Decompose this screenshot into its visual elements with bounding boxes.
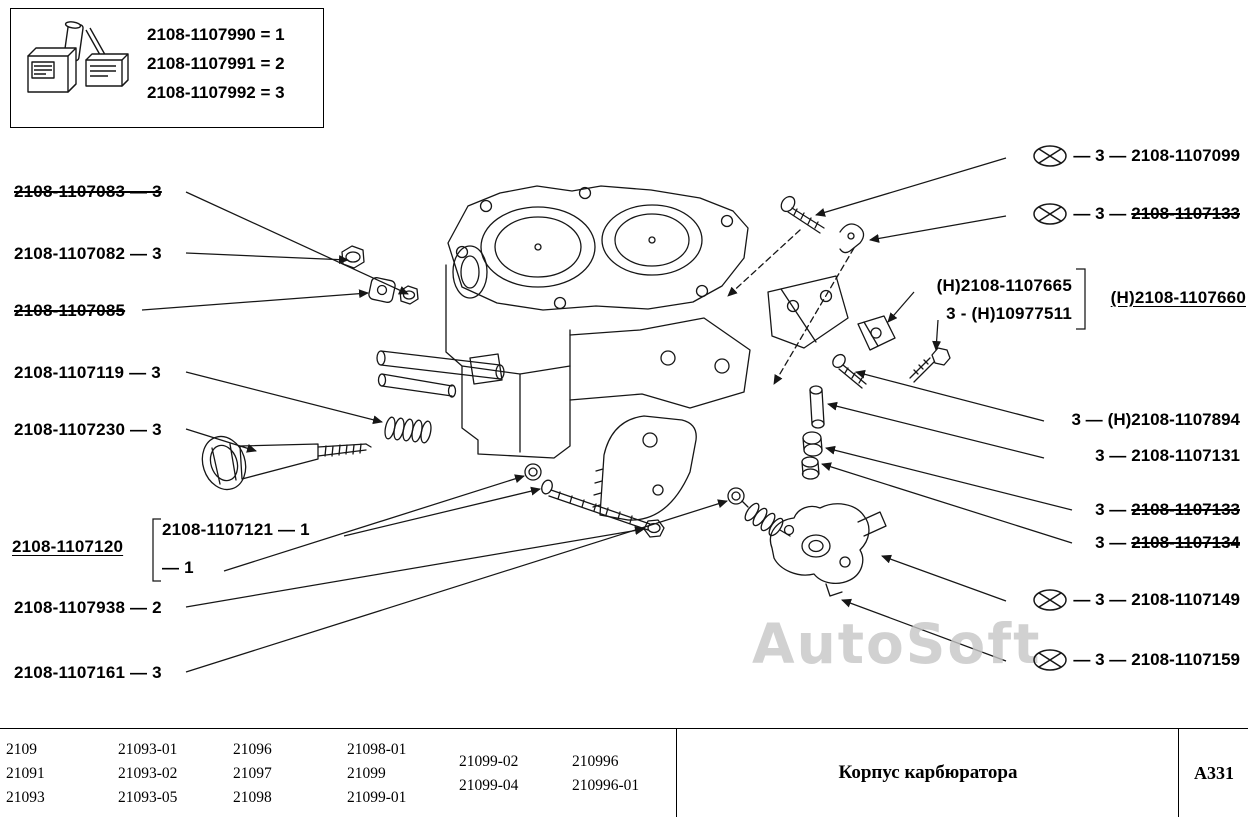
qty-text: — 3 — <box>1073 146 1127 165</box>
part-row-2108-1107159: — 3 — 2108-1107159 <box>1032 648 1240 672</box>
model-number: 210996-01 <box>572 777 640 794</box>
model-number: 21091 <box>6 765 45 782</box>
model-number: 21096 <box>233 741 272 758</box>
part-row-2108-1107894: 3 — (H)2108-1107894 <box>1071 410 1240 430</box>
part-number: 2108-1107159 <box>1131 650 1240 669</box>
part-number: 2108-1107131 <box>1131 446 1240 465</box>
part-label-qty-1: — 1 <box>162 558 194 577</box>
replaced-part-icon <box>1032 144 1068 168</box>
part-row-2108-1107149: — 3 — 2108-1107149 <box>1032 588 1240 612</box>
model-number: 21093-01 <box>118 741 178 758</box>
part-label-2108-1107230: 2108-1107230 — 3 <box>14 420 162 439</box>
part-number: 2108-1107133 <box>1131 204 1240 223</box>
legend-line: 2108-1107990 = 1 <box>147 25 285 44</box>
legend-line: 2108-1107992 = 3 <box>147 83 285 102</box>
part-label-2108-1107161: 2108-1107161 — 3 <box>14 663 162 682</box>
footer-top-rule <box>0 728 1248 729</box>
model-column-6: 210996 210996-01 <box>572 750 639 798</box>
carburetor-body-drawing <box>201 185 951 597</box>
model-number: 21098 <box>233 789 272 806</box>
watermark: AutoSoft <box>752 612 1042 676</box>
qty-text: 3 — <box>1071 410 1103 429</box>
part-number: (H)2108-1107894 <box>1107 410 1240 429</box>
qty-text: — 3 — <box>1073 204 1127 223</box>
part-label-2108-1107121: 2108-1107121 — 1 <box>162 520 310 539</box>
qty-text: 3 — <box>1095 446 1127 465</box>
model-number: 21099-02 <box>459 753 519 770</box>
part-row-2108-1107134: 3 — 2108-1107134 <box>1095 533 1240 553</box>
part-number: 2108-1107099 <box>1131 146 1240 165</box>
model-column-1: 2109 21091 21093 <box>6 738 45 810</box>
part-label-2108-1107665: (H)2108-1107665 <box>936 276 1072 295</box>
replaced-part-icon <box>1032 588 1068 612</box>
part-label-2108-1107938: 2108-1107938 — 2 <box>14 598 162 617</box>
model-column-3: 21096 21097 21098 <box>233 738 272 810</box>
part-label-2108-1107085: 2108-1107085 <box>14 301 126 320</box>
legend-line: 2108-1107991 = 2 <box>147 54 285 73</box>
part-label-2108-1107120: 2108-1107120 <box>12 537 124 556</box>
packaging-icons <box>27 21 129 93</box>
part-label-2108-1107083: 2108-1107083 — 3 <box>14 182 162 201</box>
legend-box: 2108-1107990 = 1 2108-1107991 = 2 2108-1… <box>10 8 324 128</box>
model-column-5: 21099-02 21099-04 <box>459 750 518 798</box>
part-label-2108-1107660: (H)2108-1107660 <box>1110 288 1246 307</box>
qty-text: 3 — <box>1095 533 1127 552</box>
leader-lines <box>141 157 1086 673</box>
model-number: 21099-04 <box>459 777 519 794</box>
model-number: 21093-05 <box>118 789 178 806</box>
model-number: 2109 <box>6 741 37 758</box>
sheet-code: А331 <box>1178 729 1248 817</box>
model-number: 21099-01 <box>347 789 407 806</box>
model-column-2: 21093-01 21093-02 21093-05 <box>118 738 177 810</box>
model-number: 21093 <box>6 789 45 806</box>
model-number: 21093-02 <box>118 765 178 782</box>
replaced-part-icon <box>1032 202 1068 226</box>
replaced-part-icon <box>1032 648 1068 672</box>
part-row-2108-1107133: — 3 — 2108-1107133 <box>1032 202 1240 226</box>
part-number: 2108-1107133 <box>1131 500 1240 519</box>
part-group-title: Корпус карбюратора <box>676 729 1179 817</box>
part-label-2108-1107082: 2108-1107082 — 3 <box>14 244 162 263</box>
part-number: 2108-1107134 <box>1131 533 1240 552</box>
part-row-2108-1107133-b: 3 — 2108-1107133 <box>1095 500 1240 520</box>
model-number: 210996 <box>572 753 619 770</box>
part-label-10977511: 3 - (H)10977511 <box>946 304 1072 323</box>
model-column-4: 21098-01 21099 21099-01 <box>347 738 406 810</box>
qty-text: — 3 — <box>1073 650 1127 669</box>
part-row-2108-1107131: 3 — 2108-1107131 <box>1095 446 1240 466</box>
model-number: 21097 <box>233 765 272 782</box>
model-number: 21098-01 <box>347 741 407 758</box>
part-row-2108-1107099: — 3 — 2108-1107099 <box>1032 144 1240 168</box>
qty-text: 3 — <box>1095 500 1127 519</box>
model-number: 21099 <box>347 765 386 782</box>
qty-text: — 3 — <box>1073 590 1127 609</box>
part-label-2108-1107119: 2108-1107119 — 3 <box>14 363 161 382</box>
part-number: 2108-1107149 <box>1131 590 1240 609</box>
